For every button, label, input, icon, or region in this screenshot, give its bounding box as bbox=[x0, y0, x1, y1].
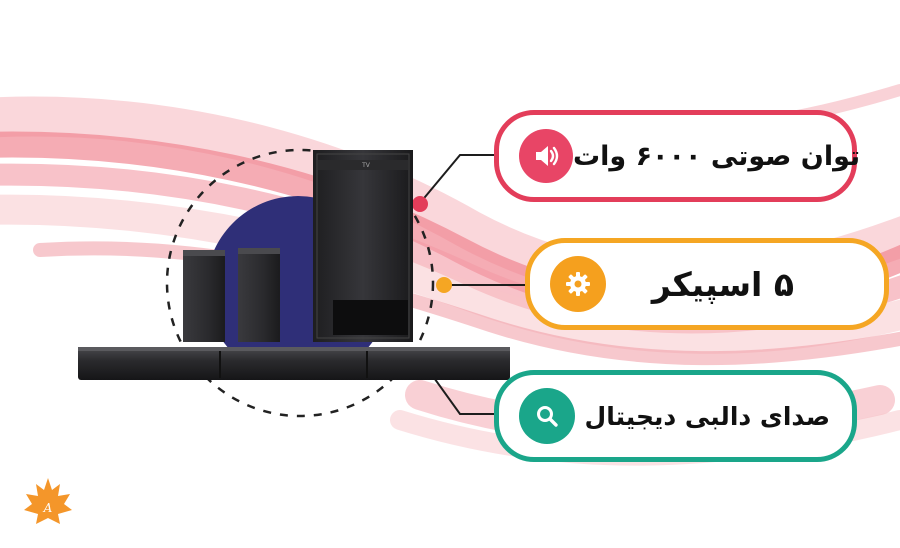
satellite-speaker-left bbox=[183, 250, 225, 342]
feature-dolby-label: صدای دالبی دیجیتال bbox=[584, 401, 831, 431]
feature-speakers-pill: ۵ اسپیکر bbox=[525, 238, 889, 330]
connector-dot-red bbox=[412, 196, 428, 212]
feature-power-pill: توان صوتی ۶۰۰۰ وات bbox=[494, 110, 861, 202]
dashed-orbit-circle bbox=[165, 148, 435, 418]
gear-icon bbox=[550, 256, 606, 312]
connector-dot-orange bbox=[436, 277, 452, 293]
feature-power-label: توان صوتی ۶۰۰۰ وات bbox=[573, 140, 861, 172]
maple-leaf-logo bbox=[24, 478, 72, 524]
soundbar bbox=[78, 347, 510, 380]
subwoofer-badge: TV bbox=[361, 162, 371, 169]
subwoofer bbox=[313, 150, 413, 342]
feature-speakers-label: ۵ اسپیکر bbox=[651, 264, 794, 304]
logo-text: A bbox=[43, 501, 53, 515]
search-icon bbox=[519, 388, 575, 444]
satellite-speaker-right bbox=[238, 248, 280, 342]
connector-lines bbox=[419, 154, 527, 415]
feature-dolby-pill: صدای دالبی دیجیتال bbox=[494, 370, 857, 462]
speaker-volume-icon bbox=[519, 129, 573, 183]
